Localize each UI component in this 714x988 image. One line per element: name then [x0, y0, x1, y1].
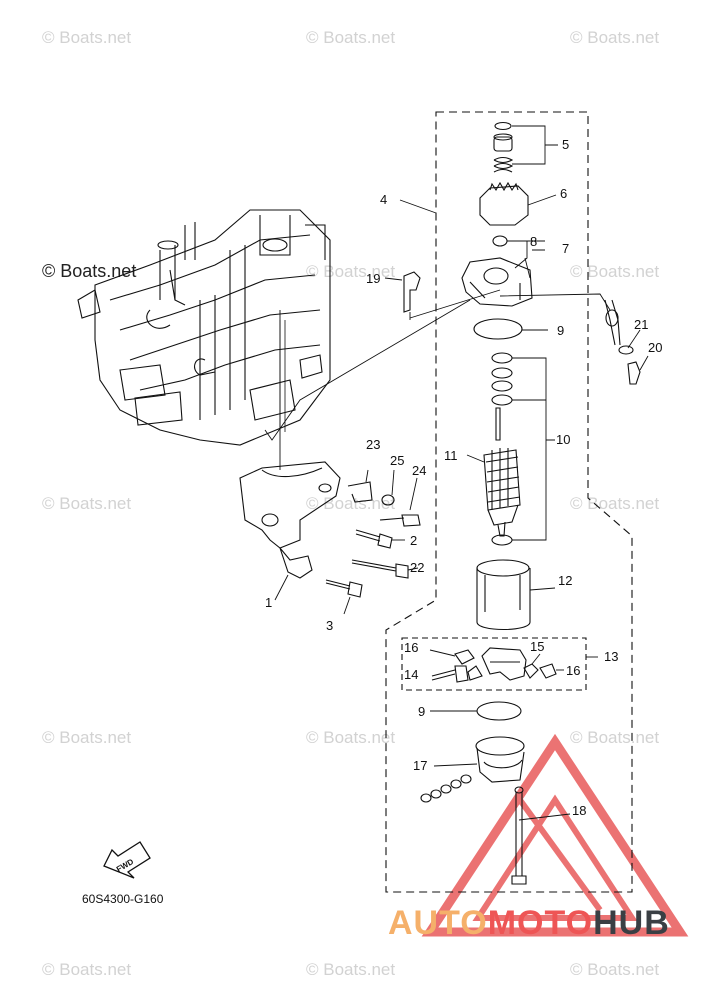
- fwd-label: FWD: [115, 857, 135, 874]
- watermark-dark: © Boats.net: [42, 261, 137, 281]
- watermark: © Boats.net: [570, 960, 660, 979]
- callout-9-lower: 9: [418, 704, 425, 719]
- callout-25: 25: [390, 453, 404, 468]
- watermark: © Boats.net: [306, 28, 396, 47]
- callout-17: 17: [413, 758, 427, 773]
- callout-21: 21: [634, 317, 648, 332]
- watermark: © Boats.net: [42, 494, 132, 513]
- callout-16-right: 16: [566, 663, 580, 678]
- callout-labels: 4 5 6 7 8 19 9 21 20 10 11 12 23 25 24 2…: [115, 137, 663, 874]
- watermark: © Boats.net: [306, 494, 396, 513]
- callout-13: 13: [604, 649, 618, 664]
- brand-wordmark: AUTOMOTOHUB: [388, 904, 670, 943]
- callout-2: 2: [410, 533, 417, 548]
- callout-23: 23: [366, 437, 380, 452]
- callout-12: 12: [558, 573, 572, 588]
- watermark: © Boats.net: [42, 28, 132, 47]
- watermark: © Boats.net: [42, 960, 132, 979]
- callout-16-left: 16: [404, 640, 418, 655]
- callout-24: 24: [412, 463, 426, 478]
- watermark: © Boats.net: [570, 728, 660, 747]
- fwd-arrow-icon: [103, 841, 151, 879]
- callout-4: 4: [380, 192, 387, 207]
- callout-15: 15: [530, 639, 544, 654]
- callout-1: 1: [265, 595, 272, 610]
- callout-22: 22: [410, 560, 424, 575]
- callout-9: 9: [557, 323, 564, 338]
- callout-19: 19: [366, 271, 380, 286]
- callout-3: 3: [326, 618, 333, 633]
- callout-8: 8: [530, 234, 537, 249]
- watermark: © Boats.net: [306, 262, 396, 281]
- callout-14: 14: [404, 667, 418, 682]
- callout-18: 18: [572, 803, 586, 818]
- callout-11: 11: [444, 448, 458, 463]
- brand-part-moto: MOTO: [487, 904, 594, 942]
- brand-part-auto: AUTO: [388, 904, 488, 942]
- diagram-code: 60S4300-G160: [82, 892, 164, 906]
- dashed-assembly-outline: [385, 111, 633, 893]
- brand-part-hub: HUB: [593, 904, 670, 942]
- callout-20: 20: [648, 340, 662, 355]
- callout-6: 6: [560, 186, 567, 201]
- watermark: © Boats.net: [570, 28, 660, 47]
- callout-7: 7: [562, 241, 569, 256]
- engine-block-illustration: [77, 209, 331, 446]
- watermark: © Boats.net: [570, 494, 660, 513]
- watermark: © Boats.net: [570, 262, 660, 281]
- watermark: © Boats.net: [42, 728, 132, 747]
- watermark: © Boats.net: [306, 728, 396, 747]
- callout-5: 5: [562, 137, 569, 152]
- callout-10: 10: [556, 432, 570, 447]
- watermark: © Boats.net: [306, 960, 396, 979]
